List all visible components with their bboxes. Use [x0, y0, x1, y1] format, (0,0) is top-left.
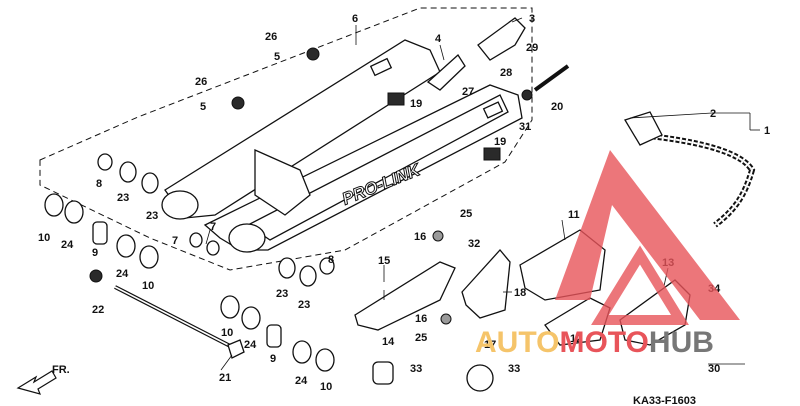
seal-10d [315, 348, 335, 372]
callout-11: 11 [568, 209, 580, 221]
callout-23c: 23 [276, 288, 288, 300]
seal-24c [241, 306, 261, 330]
callout-1: 1 [764, 125, 770, 137]
roller-17 [466, 364, 494, 392]
collar-7b [206, 240, 220, 256]
callout-10d: 10 [320, 381, 332, 393]
callout-23b: 23 [146, 210, 158, 222]
chain-guide [461, 249, 511, 319]
callout-7b: 7 [210, 221, 216, 233]
bracket-4 [426, 54, 466, 91]
leader-lines [205, 17, 760, 371]
seal-10a [44, 193, 64, 217]
seal-24a [64, 200, 84, 224]
callout-6: 6 [352, 13, 358, 25]
svg-text:FR.: FR. [52, 364, 70, 376]
collar-23b [141, 172, 159, 194]
callout-33a: 33 [410, 363, 422, 375]
drive-chain [624, 111, 756, 228]
callout-23a: 23 [117, 192, 129, 204]
pivot-axle [114, 285, 245, 359]
callout-5a: 5 [274, 51, 280, 63]
callout-16b: 16 [415, 313, 427, 325]
callout-31: 31 [519, 121, 531, 133]
collar-23d [299, 265, 317, 287]
callout-4: 4 [435, 33, 442, 45]
frame-code: KA33-F1603 [633, 395, 696, 406]
bushing-9b [266, 324, 282, 348]
callout-10b: 10 [142, 280, 154, 292]
callout-32: 32 [468, 238, 480, 250]
block-19a [387, 92, 405, 106]
callout-10c: 10 [221, 327, 233, 339]
callout-23d: 23 [298, 299, 310, 311]
callout-20: 20 [551, 101, 563, 113]
callout-9a: 9 [92, 247, 98, 259]
callout-22: 22 [92, 304, 104, 316]
callout-24b: 24 [116, 268, 129, 280]
nut-16b [440, 313, 452, 325]
watermark-logo [555, 150, 740, 325]
callout-7a: 7 [172, 235, 178, 247]
callout-18: 18 [514, 287, 526, 299]
collar-23c [278, 257, 296, 279]
callout-12: 12 [570, 333, 582, 345]
bushing-9a [92, 221, 108, 245]
collar-7a [189, 232, 203, 248]
collar-23a [119, 161, 137, 183]
callout-3: 3 [529, 13, 535, 25]
bearing-8b [319, 257, 335, 275]
callout-26a: 26 [265, 31, 277, 43]
chain-slider [354, 261, 456, 331]
callout-8a: 8 [96, 178, 102, 190]
callout-25a: 25 [460, 208, 472, 220]
front-arrow: FR. [16, 364, 70, 395]
seal-10b [139, 245, 159, 269]
watermark-text: AUTOMOTOHUB [475, 326, 714, 359]
block-19b [483, 147, 501, 161]
nut-22 [89, 269, 103, 283]
callout-33b: 33 [508, 363, 520, 375]
callout-26b: 26 [195, 76, 207, 88]
nut-31 [521, 89, 533, 101]
callout-24a: 24 [61, 239, 74, 251]
clip-5a [306, 47, 320, 61]
swingarm-group-boundary [39, 7, 533, 271]
callout-24d: 24 [295, 375, 308, 387]
callout-24c: 24 [244, 339, 257, 351]
seal-10c [220, 295, 240, 319]
bracket-3 [477, 17, 526, 61]
callout-19a: 19 [410, 98, 422, 110]
seal-24b [116, 234, 136, 258]
bolt-20 [533, 64, 570, 92]
callout-25b: 25 [415, 332, 427, 344]
callout-29: 29 [526, 42, 538, 54]
callout-19b: 19 [494, 136, 506, 148]
callout-9b: 9 [270, 353, 276, 365]
roller-14 [372, 361, 394, 385]
callout-28: 28 [500, 67, 512, 79]
callout-27: 27 [462, 86, 474, 98]
callout-5b: 5 [200, 101, 206, 113]
callout-17: 17 [484, 339, 496, 351]
callout-2: 2 [710, 108, 716, 120]
callout-14: 14 [382, 336, 395, 348]
callout-10a: 10 [38, 232, 50, 244]
clip-5b [231, 96, 245, 110]
callout-21: 21 [219, 372, 231, 384]
bearing-8a [97, 153, 113, 171]
callout-8b: 8 [328, 254, 334, 266]
nut-16a [432, 230, 444, 242]
seal-24d [292, 340, 312, 364]
callout-15: 15 [378, 255, 390, 267]
callout-30: 30 [708, 363, 720, 375]
callout-16a: 16 [414, 231, 426, 243]
